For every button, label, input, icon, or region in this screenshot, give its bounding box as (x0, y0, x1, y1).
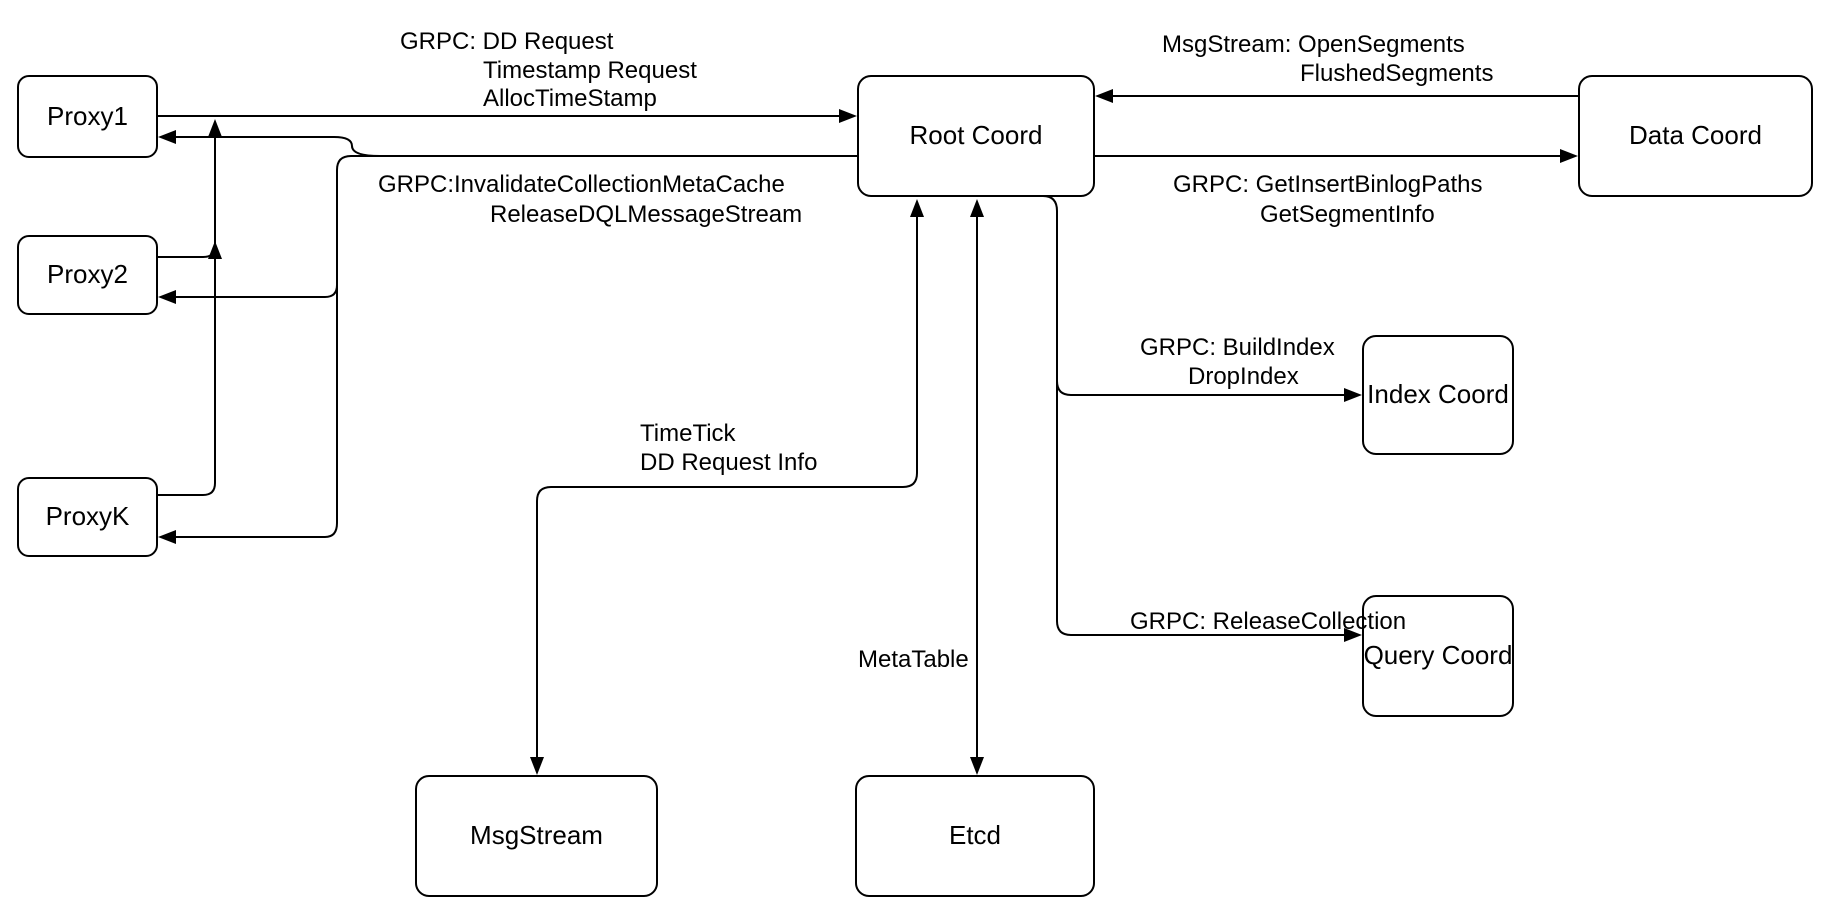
edge-rootcoord-to-proxy2-branch (176, 284, 338, 298)
arrowhead-into-rootcoord-left (839, 109, 857, 123)
node-query-coord: Query Coord (1362, 595, 1514, 717)
edge-label-dropindex: DropIndex (1188, 363, 1299, 390)
node-root-coord: Root Coord (857, 75, 1095, 197)
node-msgstream: MsgStream (415, 775, 658, 897)
arrowhead-trunk-merge-up (208, 119, 222, 137)
edge-label-flushedsegments: FlushedSegments (1300, 60, 1494, 87)
edge-rootcoord-to-proxy1-branch (176, 136, 381, 157)
edge-label-buildindex: GRPC: BuildIndex (1140, 334, 1335, 361)
node-proxy1: Proxy1 (17, 75, 158, 158)
node-proxy1-label: Proxy1 (47, 100, 128, 131)
node-data-coord: Data Coord (1578, 75, 1813, 197)
node-data-coord-label: Data Coord (1629, 120, 1762, 151)
node-index-coord-label: Index Coord (1367, 379, 1509, 410)
edge-rootcoord-to-indexcoord (1056, 380, 1344, 396)
node-etcd-label: Etcd (948, 820, 1002, 851)
edge-label-timestamp-request: Timestamp Request (483, 57, 697, 84)
edge-label-msgstream-opensegments: MsgStream: OpenSegments (1162, 31, 1465, 58)
edge-label-grpc-dd-request: GRPC: DD Request (400, 28, 614, 55)
node-proxy2-label: Proxy2 (47, 259, 128, 290)
arrowhead-into-datacoord (1560, 149, 1578, 163)
arrowhead-down-into-etcd (970, 757, 984, 775)
edge-proxy2-feeder (158, 244, 216, 258)
edge-label-getsegmentinfo: GetSegmentInfo (1260, 201, 1435, 228)
edge-label-release-dql-message-stream: ReleaseDQLMessageStream (490, 201, 803, 228)
edge-label-metatable: MetaTable (858, 646, 969, 673)
edge-label-getinsertbinlogpaths: GRPC: GetInsertBinlogPaths (1173, 171, 1483, 198)
arrowhead-into-proxy2 (158, 290, 176, 304)
edge-rootcoord-to-proxies-trunk (176, 155, 857, 538)
edge-label-dd-request-info: DD Request Info (640, 449, 818, 476)
edge-label-alloctimestamp: AllocTimeStamp (483, 85, 657, 112)
node-proxy2: Proxy2 (17, 235, 158, 315)
arrowhead-into-indexcoord (1344, 388, 1362, 402)
edge-label-timetick: TimeTick (640, 420, 736, 447)
arrowhead-into-rootcoord-right (1095, 89, 1113, 103)
node-query-coord-label: Query Coord (1363, 640, 1513, 671)
arrowhead-etcd-up-into-rootcoord (970, 199, 984, 217)
node-proxyk: ProxyK (17, 477, 158, 557)
edge-rootcoord-to-querycoord (1035, 195, 1344, 636)
arrowhead-down-into-msgstream (530, 757, 544, 775)
edge-proxyk-feeder-trunk (158, 137, 216, 496)
arrowhead-into-querycoord (1344, 628, 1362, 642)
edge-label-releasecollection: GRPC: ReleaseCollection (1130, 608, 1407, 635)
edge-label-invalidate-collection-meta-cache: GRPC:InvalidateCollectionMetaCache (378, 171, 785, 198)
arrowhead-msgstream-up-into-rootcoord (910, 199, 924, 217)
node-root-coord-label: Root Coord (909, 120, 1043, 151)
node-index-coord: Index Coord (1362, 335, 1514, 455)
node-etcd: Etcd (855, 775, 1095, 897)
arrowhead-into-proxyk (158, 530, 176, 544)
edge-rootcoord-msgstream (536, 217, 918, 757)
arrowhead-into-proxy1 (158, 130, 176, 144)
node-msgstream-label: MsgStream (470, 820, 603, 851)
node-proxyk-label: ProxyK (45, 501, 130, 532)
